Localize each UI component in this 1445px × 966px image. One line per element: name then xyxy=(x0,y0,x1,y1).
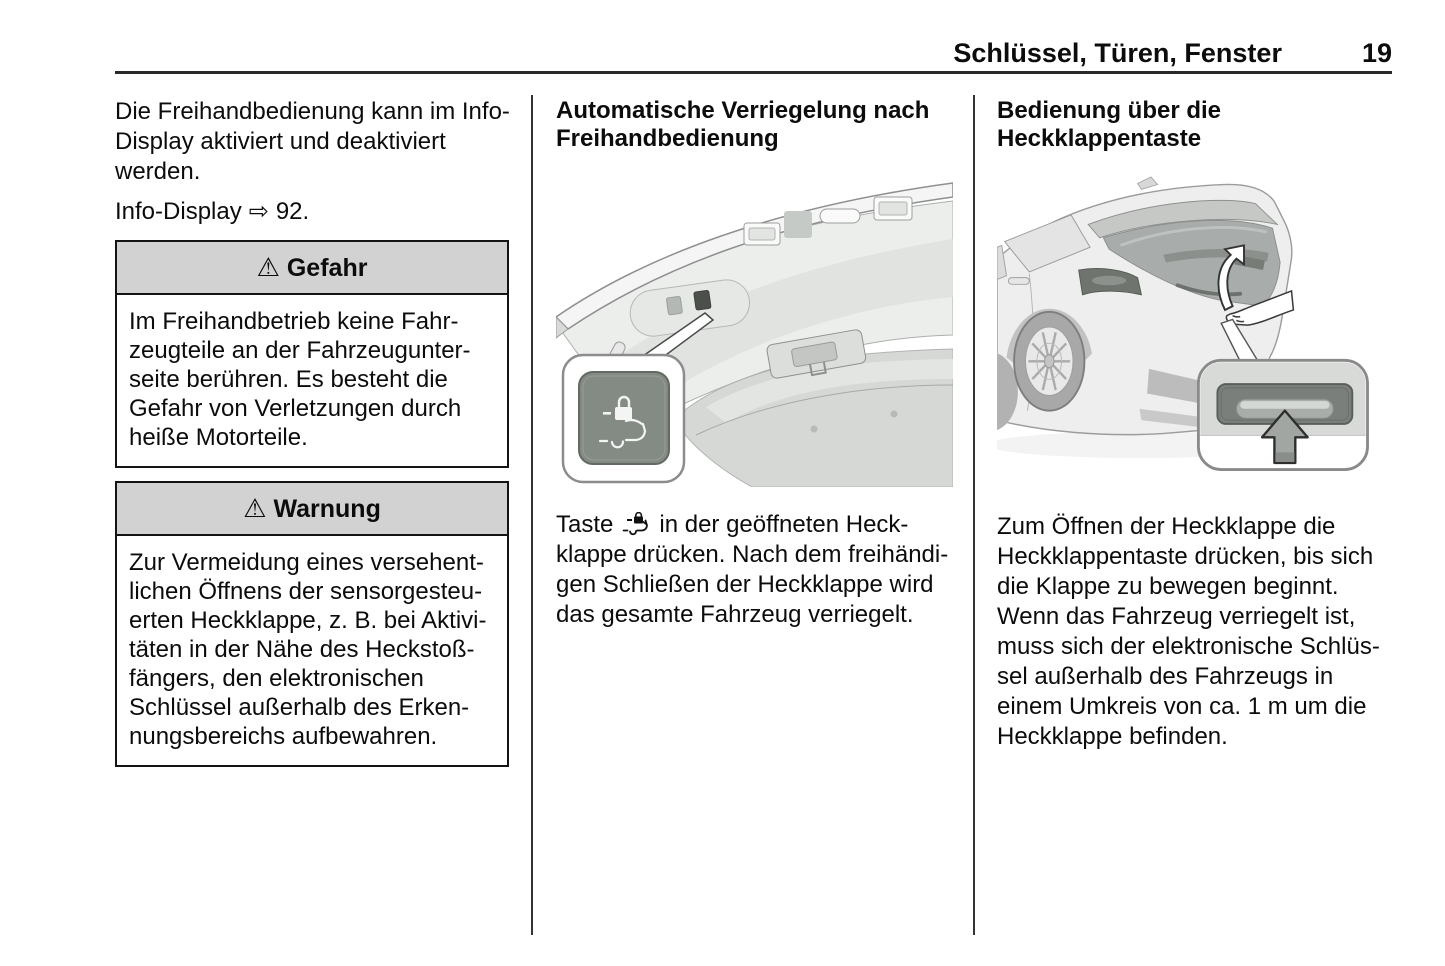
danger-box-header: ⚠Gefahr xyxy=(117,242,507,295)
danger-box-title: Gefahr xyxy=(286,254,368,282)
section-heading-auto-lock: Automatische Verriegelung nach Freihandb… xyxy=(556,97,930,152)
intro-paragraph: Die Freihandbedienung kann im Info- Disp… xyxy=(115,98,510,185)
rear-wheel-graphic xyxy=(1013,310,1086,412)
see-page-arrow-icon: ⇨ xyxy=(248,197,269,225)
car-close-tailgate-icon xyxy=(598,418,647,449)
column-divider-left xyxy=(531,95,533,935)
warning-box-title: Warnung xyxy=(273,495,381,523)
body-text-before-icon: Taste xyxy=(556,511,614,538)
header-rule xyxy=(115,71,1392,74)
open-tailgate-illustration xyxy=(554,182,954,488)
page-title: Schlüssel, Türen, Fenster xyxy=(953,38,1282,68)
tailgate-latch-graphic xyxy=(766,329,867,379)
reference-label: Info-Display xyxy=(115,198,242,225)
callout-tailgate-button xyxy=(1196,358,1369,471)
figure-tailgate-inner-button xyxy=(554,167,954,492)
warning-box-text: Zur Vermeidung eines versehent- lichen Ö… xyxy=(129,549,487,750)
reference-page: 92. xyxy=(275,198,310,225)
column-divider-right xyxy=(973,95,975,935)
danger-box: ⚠Gefahr Im Freihandbetrieb keine Fahr- z… xyxy=(115,240,509,468)
warning-box-header: ⚠Warnung xyxy=(117,483,507,536)
column-left: Die Freihandbedienung kann im Info- Disp… xyxy=(115,97,510,767)
press-up-arrow-icon xyxy=(1260,409,1309,465)
lock-icon xyxy=(603,395,632,420)
page-header: Schlüssel, Türen, Fenster 19 xyxy=(115,38,1392,68)
column-right: Bedienung über die Heckklappentaste xyxy=(960,97,1396,752)
warning-box: ⚠Warnung Zur Vermeidung eines versehent-… xyxy=(115,481,509,767)
warning-triangle-icon: ⚠ xyxy=(256,253,280,283)
info-display-reference: Info-Display⇨92. xyxy=(115,196,509,227)
page-number: 19 xyxy=(1361,38,1392,68)
callout-close-lock-button xyxy=(561,353,686,484)
section-heading-tailgate-button: Bedienung über die Heckklappentaste xyxy=(997,97,1222,152)
body-text-after-icon: in der geöffneten Heck- klappe drücken. … xyxy=(556,511,949,628)
danger-box-text: Im Freihandbetrieb keine Fahr- zeugteile… xyxy=(129,308,471,451)
license-light-and-handle-graphics xyxy=(743,196,913,246)
column-middle: Automatische Verriegelung nach Freihandb… xyxy=(554,97,954,630)
right-body-paragraph: Zum Öffnen der Heckklappe die Heckklappe… xyxy=(997,513,1380,750)
warning-triangle-icon: ⚠ xyxy=(243,494,267,524)
tailgate-close-lock-button-icon xyxy=(622,511,649,536)
figure-suv-rear-tailgate-button xyxy=(960,165,1396,496)
suv-rear-illustration xyxy=(960,176,1369,471)
curved-open-arrow-icon xyxy=(1217,244,1245,312)
